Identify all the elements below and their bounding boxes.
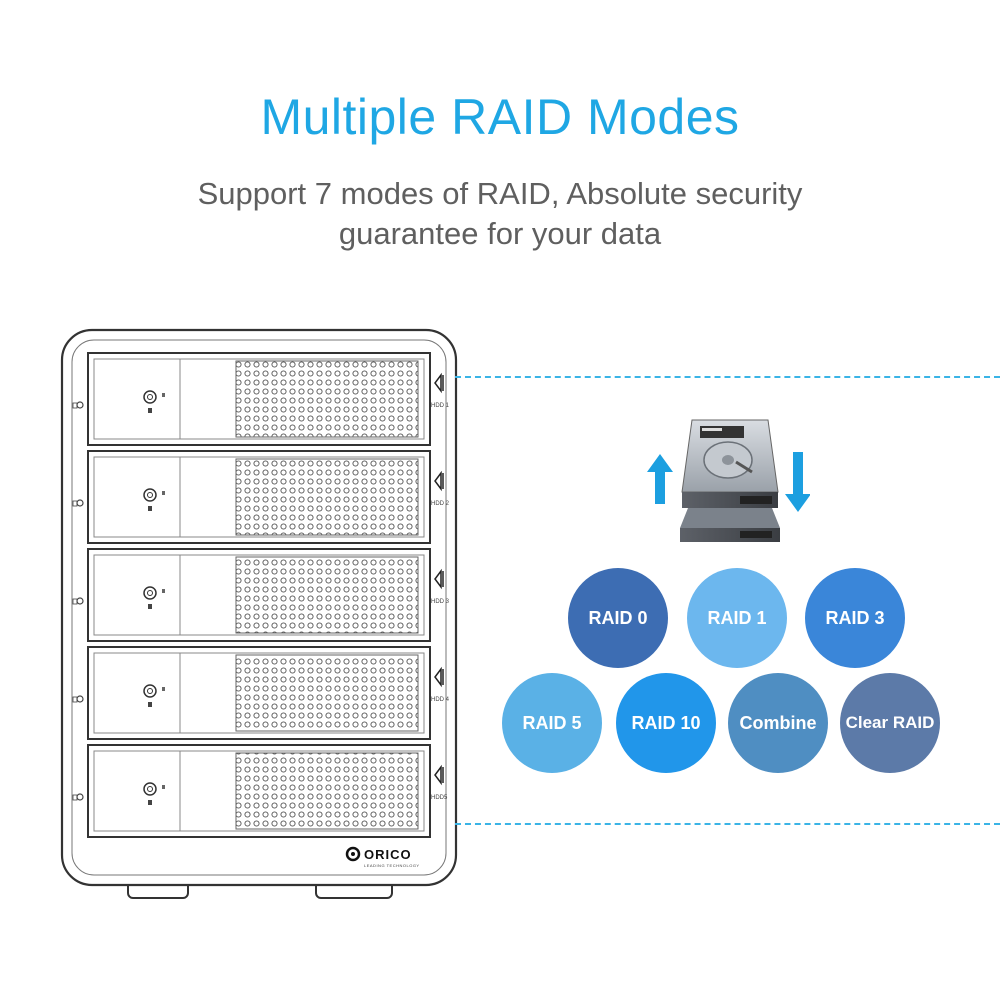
key-lock-icon bbox=[143, 782, 165, 805]
bay-label: HDD 4 bbox=[431, 697, 450, 703]
raid-mode-label: Combine bbox=[739, 712, 817, 733]
page-subtitle: Support 7 modes of RAID, Absolute securi… bbox=[0, 174, 1000, 254]
eject-icon[interactable] bbox=[434, 764, 444, 786]
raid-mode-raid-10: RAID 10 bbox=[616, 673, 716, 773]
key-lock-icon bbox=[143, 684, 165, 707]
brand-name: ORICO bbox=[364, 847, 412, 862]
eject-icon[interactable] bbox=[434, 372, 444, 394]
key-lock-icon bbox=[143, 390, 165, 413]
raid-mode-label: RAID 0 bbox=[588, 607, 648, 628]
subtitle-line-2: guarantee for your data bbox=[338, 216, 662, 251]
dashed-guide-top bbox=[455, 376, 1000, 378]
eject-icon[interactable] bbox=[434, 666, 444, 688]
dashed-guide-bottom bbox=[455, 823, 1000, 825]
raid-mode-raid-1: RAID 1 bbox=[687, 568, 787, 668]
raid-mode-raid-3: RAID 3 bbox=[805, 568, 905, 668]
page-title: Multiple RAID Modes bbox=[260, 89, 740, 145]
arrow-up-icon bbox=[647, 454, 673, 504]
raid-mode-clear-raid: Clear RAID bbox=[840, 673, 940, 773]
raid-mode-combine: Combine bbox=[728, 673, 828, 773]
hard-drive-stack-icon bbox=[647, 419, 810, 542]
brand-tagline: LEADING TECHNOLOGY bbox=[364, 863, 420, 868]
bay-label: HDD 2 bbox=[431, 501, 450, 507]
drive-bay[interactable]: HDD 4 bbox=[72, 646, 450, 740]
drive-bay[interactable]: HDD 2 bbox=[72, 450, 450, 544]
key-lock-icon bbox=[143, 586, 165, 609]
raid-mode-label: Clear RAID bbox=[845, 713, 935, 732]
bay-label: HDD5 bbox=[431, 795, 448, 801]
orico-logo: ORICO LEADING TECHNOLOGY bbox=[345, 846, 420, 868]
eject-icon[interactable] bbox=[434, 470, 444, 492]
drive-bay[interactable]: HDD 3 bbox=[72, 548, 450, 642]
arrow-down-icon bbox=[785, 452, 810, 512]
drive-bay[interactable]: HDD5 bbox=[72, 744, 448, 838]
bay-label: HDD 1 bbox=[431, 403, 450, 409]
key-lock-icon bbox=[143, 488, 165, 511]
drive-bay[interactable]: HDD 1 bbox=[72, 352, 450, 446]
raid-mode-raid-5: RAID 5 bbox=[502, 673, 602, 773]
raid-mode-label: RAID 3 bbox=[825, 607, 885, 628]
subtitle-line-1: Support 7 modes of RAID, Absolute securi… bbox=[197, 176, 803, 211]
bay-label: HDD 3 bbox=[431, 599, 450, 605]
eject-icon[interactable] bbox=[434, 568, 444, 590]
raid-mode-label: RAID 1 bbox=[707, 607, 767, 628]
raid-mode-label: RAID 10 bbox=[631, 712, 701, 733]
raid-mode-label: RAID 5 bbox=[522, 712, 582, 733]
raid-mode-raid-0: RAID 0 bbox=[568, 568, 668, 668]
